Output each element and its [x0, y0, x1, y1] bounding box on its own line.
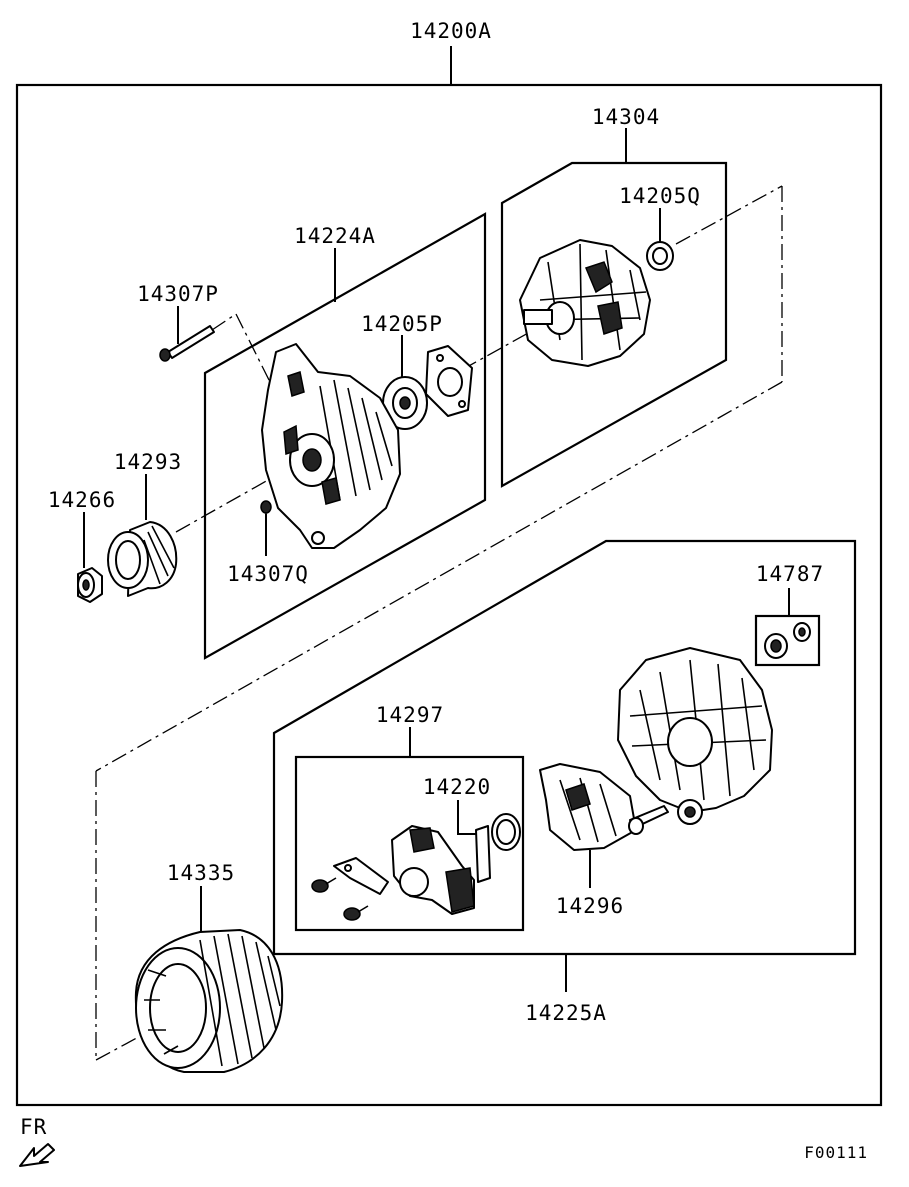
- nut-set-part: [764, 622, 811, 659]
- label-14225A: 14225A: [525, 1001, 607, 1025]
- pulley-nut-part: 14266: [48, 488, 116, 603]
- regulator-part: 14296: [539, 763, 669, 918]
- label-14266: 14266: [48, 488, 116, 512]
- pulley-part: 14293: [107, 450, 182, 597]
- nut-set-frame: 14787: [754, 562, 824, 667]
- rectifier-frame: 14225A: [272, 539, 857, 1025]
- brush-holder-part: [311, 813, 521, 921]
- front-arrow-icon: [19, 1143, 55, 1167]
- stator-part: 14335: [134, 861, 284, 1073]
- through-bolt-part: 14307P: [137, 282, 219, 362]
- direction-indicator: FR: [19, 1115, 55, 1167]
- label-14787: 14787: [756, 562, 824, 586]
- label-14307P: 14307P: [137, 282, 219, 306]
- front-bracket-frame: 14224A 14205P 14307Q: [203, 212, 487, 660]
- direction-label: FR: [20, 1115, 47, 1139]
- assembly-frame: 14200A: [15, 19, 883, 1107]
- label-14335: 14335: [167, 861, 235, 885]
- rear-bearing-part: [646, 241, 674, 271]
- figure-code: F00111: [804, 1143, 868, 1162]
- label-14297: 14297: [376, 703, 444, 727]
- label-14307Q: 14307Q: [227, 562, 309, 586]
- label-14220: 14220: [423, 775, 491, 799]
- label-14293: 14293: [114, 450, 182, 474]
- front-bracket-part: [261, 343, 401, 549]
- screw-part: [260, 500, 272, 518]
- label-14296: 14296: [556, 894, 624, 918]
- label-14224A: 14224A: [294, 224, 376, 248]
- label-14200A: 14200A: [410, 19, 492, 43]
- rear-bracket-part: [519, 239, 651, 367]
- brush-holder-frame: 14297 14220: [294, 703, 525, 932]
- rear-bracket-frame: 14304 14205Q: [500, 105, 728, 488]
- label-14304: 14304: [592, 105, 660, 129]
- bearing-retainer-part: [425, 345, 473, 417]
- rectifier-cover-part: [617, 647, 773, 825]
- label-14205Q: 14205Q: [619, 184, 701, 208]
- label-14205P: 14205P: [361, 312, 443, 336]
